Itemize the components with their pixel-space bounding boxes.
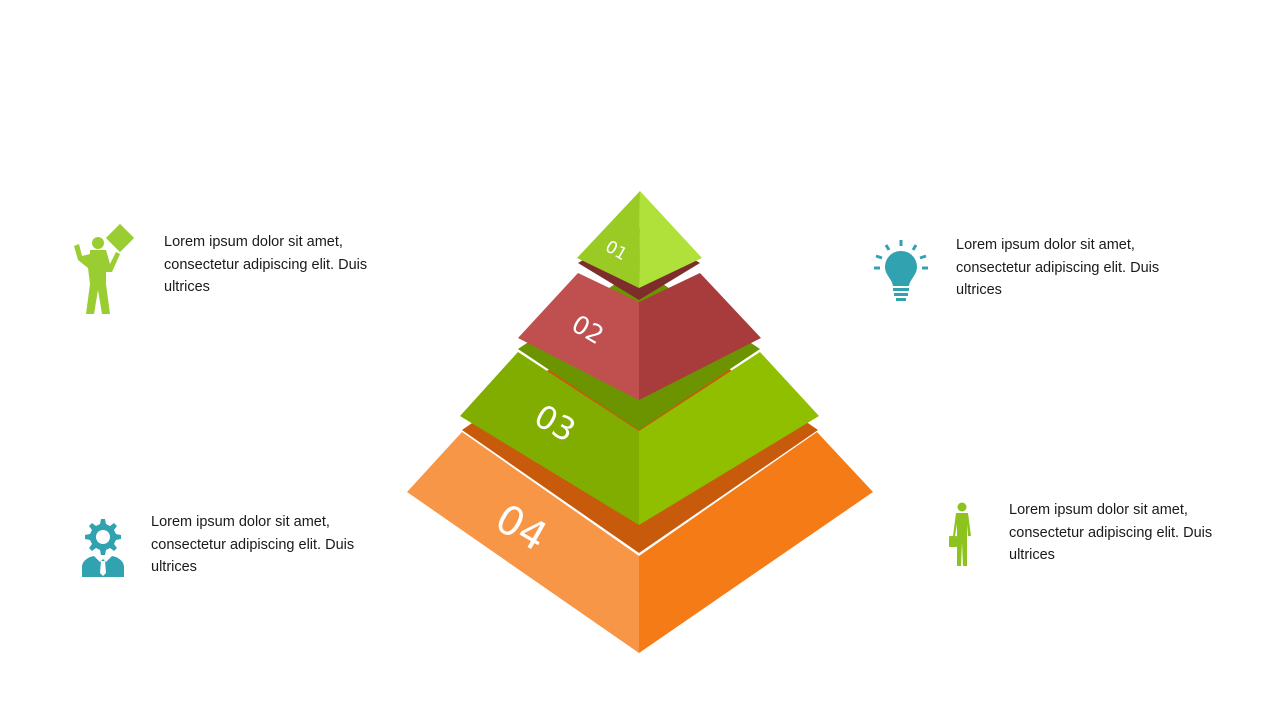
item-2-line-1: Lorem ipsum dolor sit amet, — [956, 237, 1135, 253]
item-3-line-2: consectetur adipiscing elit. Duis — [151, 536, 355, 553]
item-1-line-2: consectetur adipiscing elit. Duis — [164, 256, 368, 273]
businessman-gear-icon — [82, 519, 124, 577]
item-2-line-3: ultrices — [956, 282, 1002, 298]
businessman-celebrating-icon — [74, 224, 135, 314]
item-2-line-2: consectetur adipiscing elit. Duis — [956, 259, 1160, 276]
item-4-line-3: ultrices — [1009, 547, 1055, 563]
pyramid-layer-1: 01 — [577, 191, 702, 288]
item-3-line-1: Lorem ipsum dolor sit amet, — [151, 514, 330, 530]
item-4-line-2: consectetur adipiscing elit. Duis — [1009, 524, 1213, 541]
item-3-line-3: ultrices — [151, 559, 197, 575]
lightbulb-icon — [874, 240, 928, 301]
item-3-text: Lorem ipsum dolor sit amet, consectetur … — [151, 511, 371, 579]
item-1-line-3: ultrices — [164, 279, 210, 295]
businessman-briefcase-icon — [949, 502, 971, 566]
item-4-line-1: Lorem ipsum dolor sit amet, — [1009, 502, 1188, 518]
item-2-text: Lorem ipsum dolor sit amet, consectetur … — [956, 234, 1176, 302]
item-4-text: Lorem ipsum dolor sit amet, consectetur … — [1009, 499, 1229, 567]
item-1-text: Lorem ipsum dolor sit amet, consectetur … — [164, 231, 384, 299]
item-1-line-1: Lorem ipsum dolor sit amet, — [164, 234, 343, 250]
